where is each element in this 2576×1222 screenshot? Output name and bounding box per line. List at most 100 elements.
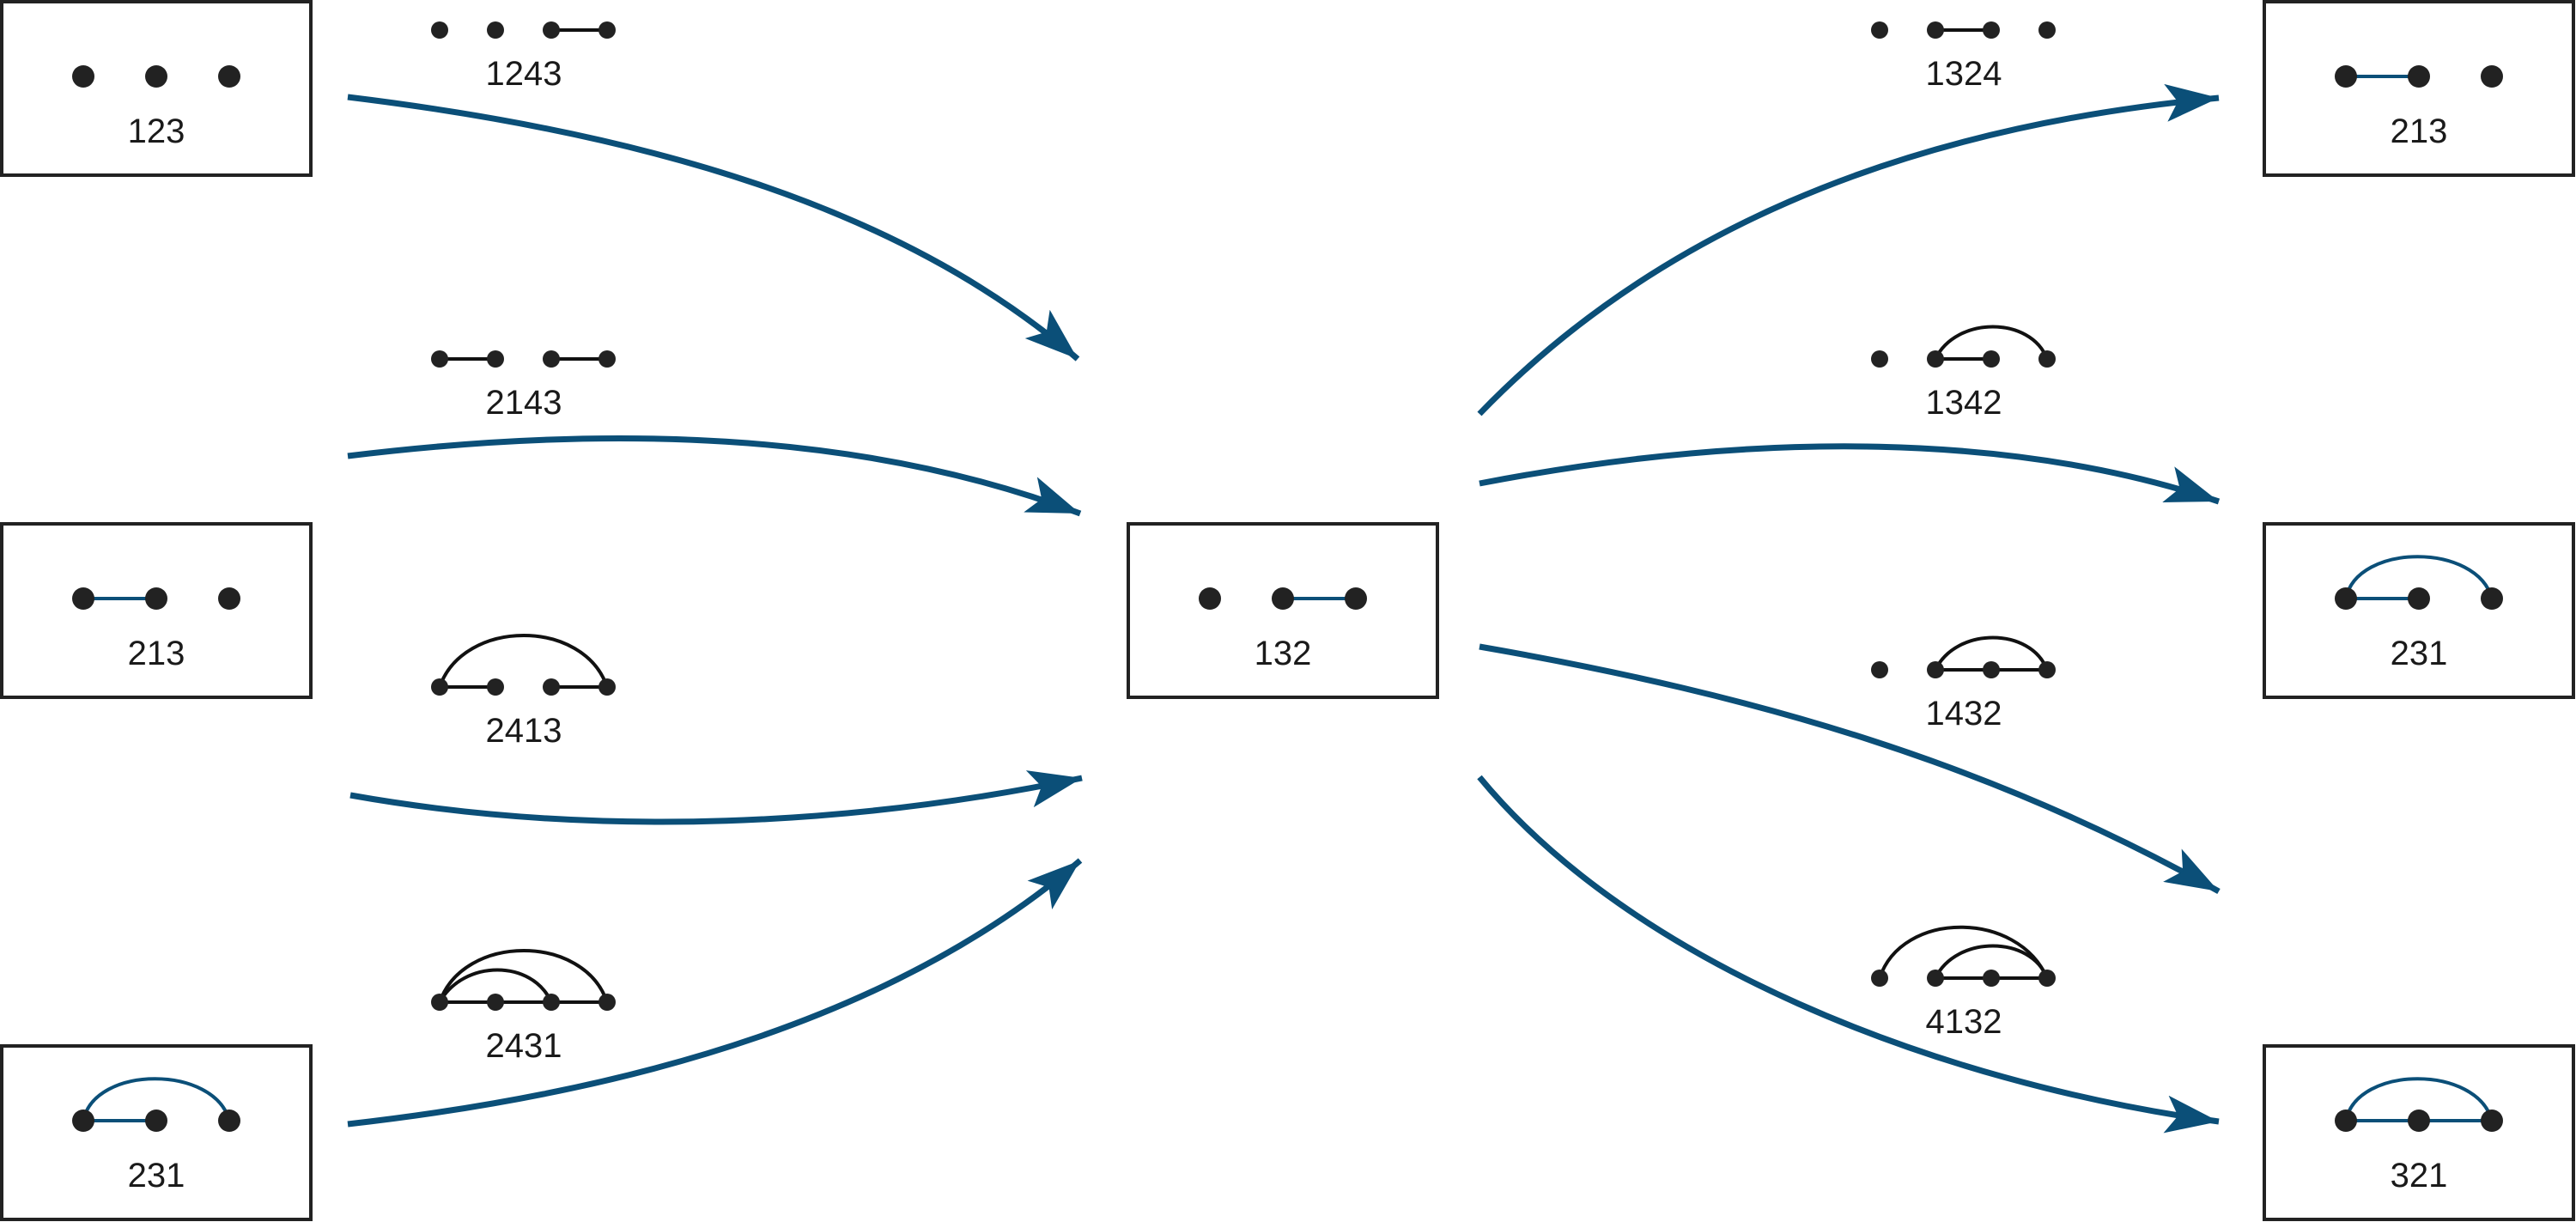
node-dot bbox=[1927, 350, 1944, 368]
perm-label: 1324 bbox=[1926, 55, 2002, 93]
arrow-left-lower-mid bbox=[349, 770, 1083, 825]
arrow-left-top bbox=[347, 94, 1080, 362]
node-dot bbox=[145, 587, 167, 610]
node-dot bbox=[2335, 587, 2357, 610]
node-dot bbox=[218, 587, 240, 610]
node-dot bbox=[218, 65, 240, 88]
perm-1432: 1432 bbox=[1871, 635, 2056, 733]
node-dot bbox=[2038, 970, 2056, 987]
perm-label: 1432 bbox=[1926, 695, 2002, 733]
node-dot bbox=[72, 65, 94, 88]
node-dot bbox=[487, 678, 504, 696]
node-dot bbox=[1871, 661, 1888, 678]
perm-1324: 1324 bbox=[1871, 21, 2056, 93]
arrow-left-bottom bbox=[347, 858, 1083, 1128]
node-dot bbox=[1345, 587, 1367, 610]
node-dot bbox=[543, 350, 560, 368]
node-dot bbox=[2481, 587, 2503, 610]
box-center: 132 bbox=[1127, 522, 1439, 699]
perm-arc bbox=[1934, 944, 2049, 979]
perm-arc bbox=[1934, 325, 2049, 360]
perm-label: 1342 bbox=[1926, 384, 2002, 422]
node-dot bbox=[1983, 350, 2000, 368]
node-dot bbox=[2408, 65, 2430, 88]
node-dot bbox=[543, 21, 560, 39]
node-dot bbox=[1983, 661, 2000, 678]
perm-label: 2413 bbox=[486, 712, 562, 750]
node-dot bbox=[487, 350, 504, 368]
node-dot bbox=[72, 1110, 94, 1132]
node-dot bbox=[72, 587, 94, 610]
box-left-mid: 213 bbox=[0, 522, 313, 699]
node-dot bbox=[1927, 661, 1944, 678]
box-label: 123 bbox=[128, 112, 185, 150]
perm-2431: 2431 bbox=[431, 949, 616, 1065]
box-label: 231 bbox=[2391, 635, 2448, 672]
node-dot bbox=[487, 21, 504, 39]
arrow-right-lower-mid bbox=[1479, 643, 2221, 895]
perm-1342: 1342 bbox=[1871, 325, 2056, 422]
box-label: 132 bbox=[1255, 635, 1312, 672]
node-dot bbox=[1927, 970, 1944, 987]
box-left-bottom: 231 bbox=[0, 1044, 313, 1221]
perm-1243: 1243 bbox=[431, 21, 616, 93]
node-dot bbox=[431, 21, 448, 39]
node-dot bbox=[2335, 65, 2357, 88]
node-dot bbox=[1871, 350, 1888, 368]
node-dot bbox=[2481, 65, 2503, 88]
box-label: 213 bbox=[2391, 112, 2448, 150]
box-label: 321 bbox=[2391, 1157, 2448, 1195]
perm-label: 4132 bbox=[1926, 1003, 2002, 1041]
perm-arc bbox=[438, 968, 553, 1003]
perm-arc bbox=[438, 634, 609, 688]
box-arc bbox=[2344, 1077, 2494, 1122]
node-dot bbox=[1983, 21, 2000, 39]
arrow-right-bottom bbox=[1477, 775, 2220, 1134]
node-dot bbox=[145, 65, 167, 88]
node-dot bbox=[2408, 1110, 2430, 1132]
node-dot bbox=[543, 678, 560, 696]
box-right-bottom: 321 bbox=[2263, 1044, 2575, 1221]
node-dot bbox=[218, 1110, 240, 1132]
node-dot bbox=[2038, 21, 2056, 39]
node-dot bbox=[1272, 587, 1294, 610]
box-left-top: 123 bbox=[0, 0, 313, 177]
node-dot bbox=[1199, 587, 1221, 610]
node-dot bbox=[2335, 1110, 2357, 1132]
arrow-right-upper-mid bbox=[1479, 443, 2221, 505]
node-dot bbox=[598, 994, 616, 1011]
box-right-mid: 231 bbox=[2263, 522, 2575, 699]
node-dot bbox=[598, 21, 616, 39]
perm-2413: 2413 bbox=[431, 634, 616, 750]
node-dot bbox=[431, 678, 448, 696]
box-right-top: 213 bbox=[2263, 0, 2575, 177]
arrow-right-top bbox=[1477, 83, 2220, 416]
node-dot bbox=[598, 678, 616, 696]
perm-4132: 4132 bbox=[1871, 925, 2056, 1041]
node-dot bbox=[431, 350, 448, 368]
node-dot bbox=[543, 994, 560, 1011]
arrow-left-upper-mid bbox=[347, 435, 1082, 517]
perm-arc bbox=[1878, 925, 2049, 979]
box-arc bbox=[2344, 555, 2494, 599]
node-dot bbox=[431, 994, 448, 1011]
box-label: 213 bbox=[128, 635, 185, 672]
box-arc bbox=[82, 1077, 231, 1122]
node-dot bbox=[1871, 970, 1888, 987]
node-dot bbox=[2038, 350, 2056, 368]
node-dot bbox=[598, 350, 616, 368]
node-dot bbox=[2408, 587, 2430, 610]
box-label: 231 bbox=[128, 1157, 185, 1195]
node-dot bbox=[145, 1110, 167, 1132]
perm-arc bbox=[1934, 635, 2049, 671]
perm-label: 2143 bbox=[486, 384, 562, 422]
node-dot bbox=[2038, 661, 2056, 678]
perm-2143: 2143 bbox=[431, 350, 616, 422]
node-dot bbox=[2481, 1110, 2503, 1132]
node-dot bbox=[1871, 21, 1888, 39]
perm-arc bbox=[438, 949, 609, 1003]
node-dot bbox=[1983, 970, 2000, 987]
perm-label: 2431 bbox=[486, 1027, 562, 1065]
node-dot bbox=[1927, 21, 1944, 39]
